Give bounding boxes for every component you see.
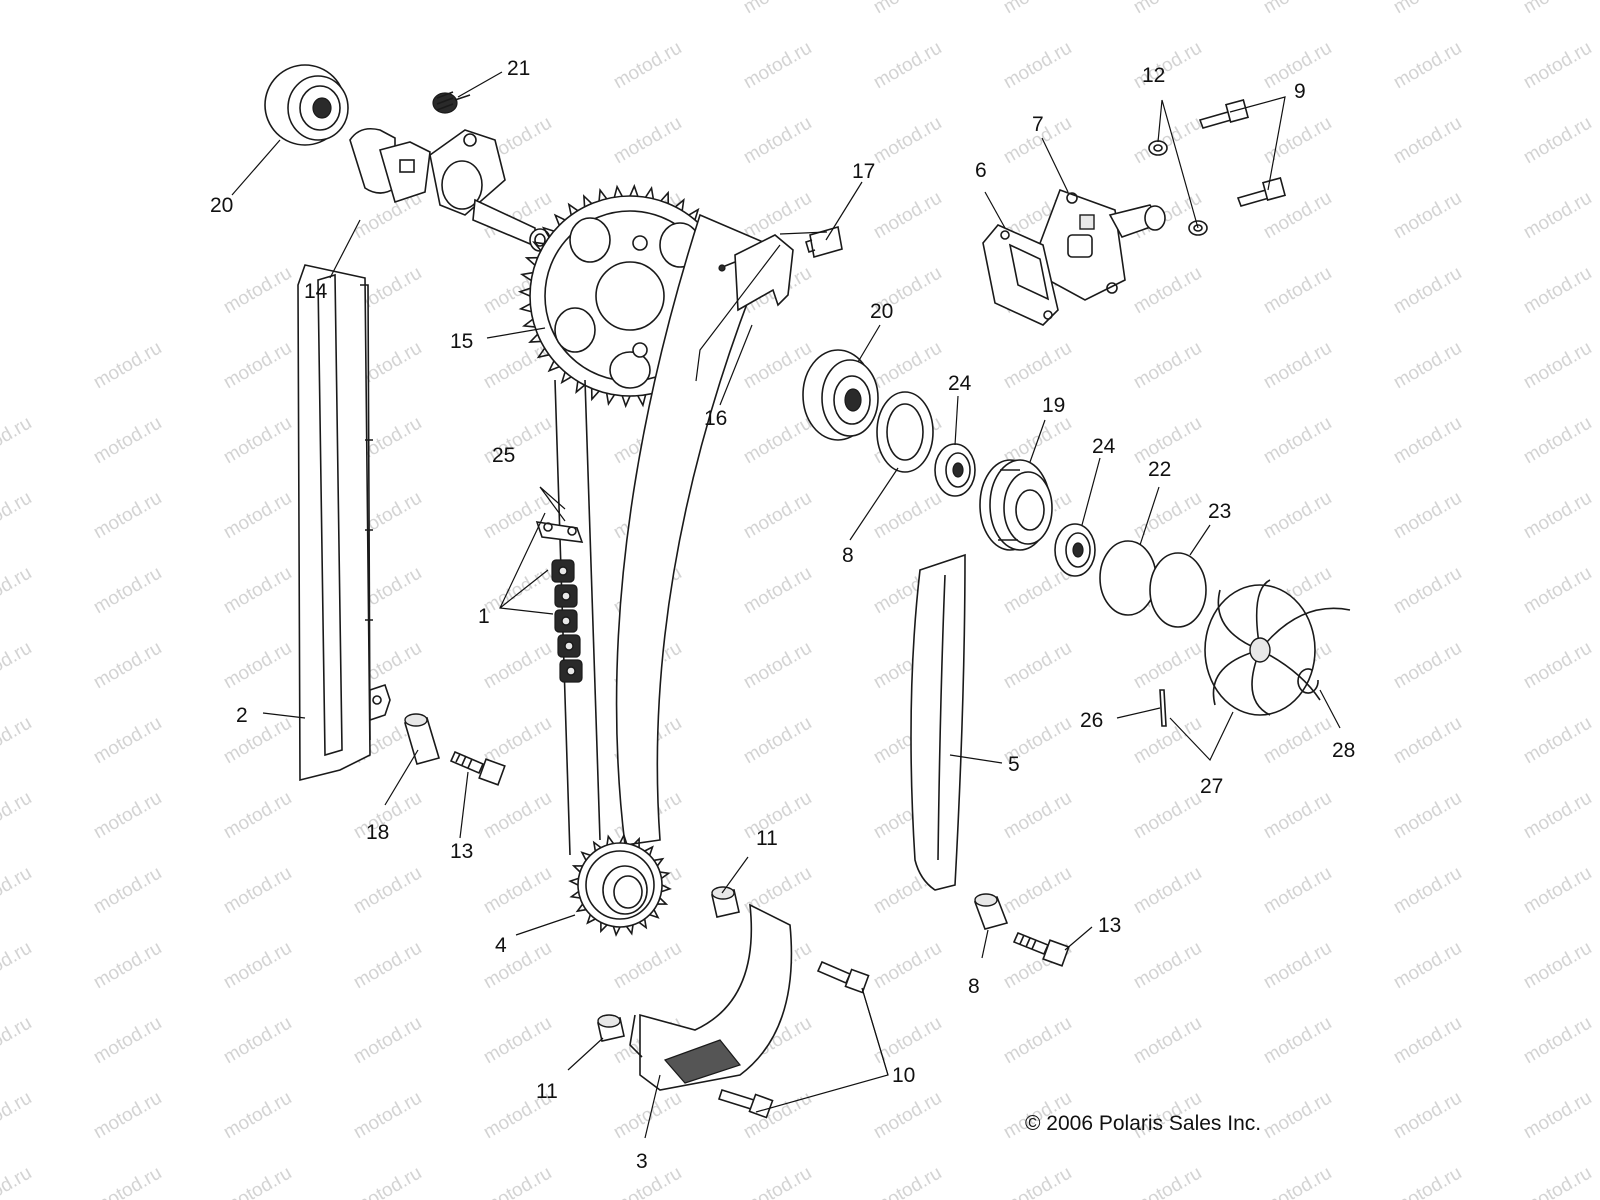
part-20-bearing-right [802, 349, 879, 441]
callout-11-upper: 11 [756, 827, 778, 850]
callout-24-a: 24 [948, 372, 972, 395]
part-10-bolts [717, 960, 870, 1119]
callout-18: 18 [366, 821, 389, 844]
callout-20-right: 20 [870, 300, 893, 323]
part-22-o-ring [1099, 540, 1157, 616]
callout-16: 16 [704, 407, 727, 430]
part-8-dowel-lower [973, 893, 1009, 930]
callout-21: 21 [507, 57, 530, 80]
part-25-chain-link-plate [535, 521, 584, 543]
part-5-chain-guide-right [910, 553, 966, 891]
callout-labels: 20 21 14 15 25 1 2 18 13 4 11 11 3 10 17… [210, 57, 1355, 1173]
part-1-chain-segment [551, 559, 583, 683]
part-19-seal-hub [979, 459, 1053, 551]
part-11-dowel-lower [597, 1014, 625, 1042]
callout-10: 10 [892, 1064, 915, 1087]
callout-27: 27 [1200, 775, 1223, 798]
part-13-bolt-left [449, 750, 506, 786]
part-20-bearing-top [264, 64, 349, 146]
callout-4: 4 [495, 934, 507, 957]
callout-25: 25 [492, 444, 515, 467]
part-28-circlip [1297, 668, 1319, 694]
part-3-chain-guide-lower [629, 903, 793, 1091]
part-17-bolt [805, 225, 843, 259]
part-2-chain-guide-left [297, 264, 391, 782]
part-8-washer [876, 391, 934, 473]
copyright-notice: © 2006 Polaris Sales Inc. [1025, 1112, 1261, 1135]
part-9-bolts [1198, 98, 1287, 207]
part-13-bolt-right [1012, 931, 1070, 967]
callout-15: 15 [450, 330, 473, 353]
callout-13-right: 13 [1098, 914, 1121, 937]
part-7-cam-chain-tensioner [1029, 188, 1166, 301]
callout-2: 2 [236, 704, 248, 727]
part-26-pin [1159, 689, 1167, 727]
leader-lines [231, 71, 1341, 1139]
part-21-spring [432, 91, 471, 114]
callout-8-lower: 8 [968, 975, 980, 998]
callout-20: 20 [210, 194, 233, 217]
callout-14: 14 [304, 280, 328, 303]
callout-11-lower: 11 [536, 1080, 558, 1103]
callout-9: 9 [1294, 80, 1306, 103]
callout-13-left: 13 [450, 840, 473, 863]
part-6-gasket [982, 224, 1059, 326]
callout-1: 1 [478, 605, 490, 628]
callout-28: 28 [1332, 739, 1355, 762]
callout-8-upper: 8 [842, 544, 854, 567]
callout-12: 12 [1142, 64, 1165, 87]
callout-3: 3 [636, 1150, 648, 1173]
part-14-camshaft [349, 127, 551, 252]
callout-22: 22 [1148, 458, 1171, 481]
part-16-tensioner-shoe [718, 234, 794, 312]
callout-19: 19 [1042, 394, 1065, 417]
part-23-o-ring [1149, 552, 1207, 628]
part-11-dowel-upper [711, 886, 740, 918]
sprocket-tooth [568, 833, 672, 937]
part-24-bearing-small-a [934, 443, 976, 497]
callout-5: 5 [1008, 753, 1020, 776]
part-27-water-pump-impeller [1204, 579, 1351, 716]
callout-24-b: 24 [1092, 435, 1116, 458]
callout-17: 17 [852, 160, 875, 183]
callout-26: 26 [1080, 709, 1103, 732]
part-24-bearing-small-b [1054, 523, 1096, 577]
part-18-dowel [403, 713, 441, 765]
part-4-crank-sprocket [568, 833, 672, 937]
callout-23: 23 [1208, 500, 1231, 523]
callout-6: 6 [975, 159, 987, 182]
callout-7: 7 [1032, 113, 1044, 136]
